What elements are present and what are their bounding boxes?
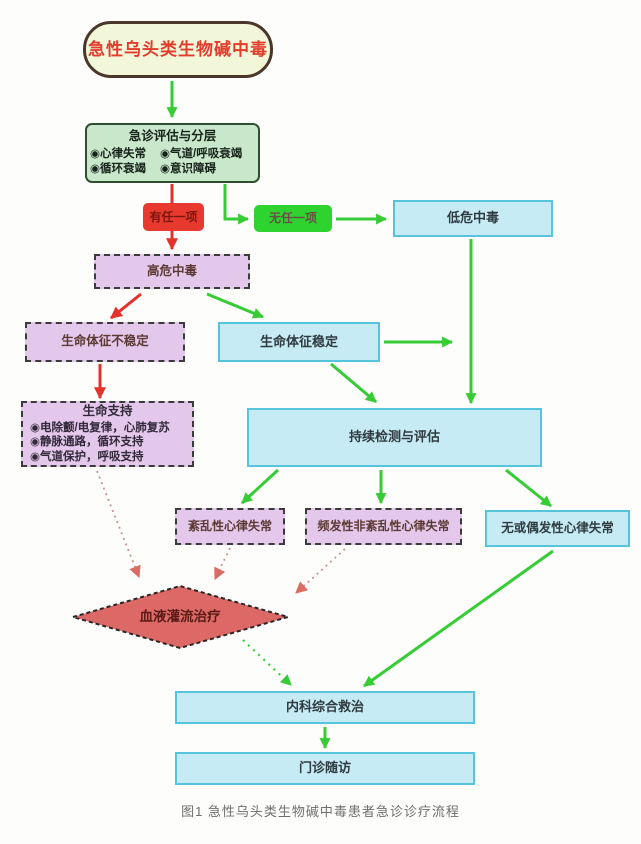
node-low-risk: 低危中毒 <box>393 200 553 237</box>
node-monitoring: 持续检测与评估 <box>247 408 542 467</box>
node-triage: 急诊评估与分层 ◉心律失常 ◉气道/呼吸衰竭 ◉循环衰竭 ◉意识障碍 <box>85 123 260 183</box>
node-followup: 门诊随访 <box>175 752 475 785</box>
triage-title: 急诊评估与分层 <box>128 129 217 144</box>
arrow-triage-to-branch-none <box>223 184 250 225</box>
triage-item: ◉意识障碍 <box>160 163 217 176</box>
node-hemoperfusion: 血液灌流治疗 <box>139 608 221 624</box>
triage-item: ◉气道/呼吸衰竭 <box>160 147 243 160</box>
node-frequent-arrhythmia: 频发性非紊乱性心律失常 <box>305 508 462 545</box>
edge-label-branch-none: 无任一项 <box>254 205 332 232</box>
arrow-monitoring-to-none <box>505 468 552 508</box>
node-no-arrhythmia: 无或偶发性心律失常 <box>485 510 630 547</box>
life-support-item: ◉静脉通路，循环支持 <box>30 436 144 449</box>
arrow-high-risk-to-stable <box>206 292 265 319</box>
triage-item: ◉循环衰竭 <box>90 163 147 176</box>
node-vitals-unstable: 生命体征不稳定 <box>25 322 185 362</box>
node-high-risk: 高危中毒 <box>94 254 250 289</box>
hemoperfusion-diamond-shape <box>70 584 291 650</box>
node-title-label: 急性乌头类生物碱中毒 <box>88 39 268 59</box>
life-support-title: 生命支持 <box>82 404 133 419</box>
node-title: 急性乌头类生物碱中毒 <box>83 21 273 78</box>
arrow-none-to-comprehensive <box>363 549 554 688</box>
arrow-frequent-to-hemoperfusion <box>295 548 346 594</box>
node-life-support: 生命支持 ◉电除颤/电复律，心肺复苏 ◉静脉通路，循环支持 ◉气道保护，呼吸支持 <box>21 401 194 467</box>
triage-items: ◉心律失常 ◉气道/呼吸衰竭 ◉循环衰竭 ◉意识障碍 <box>90 147 255 177</box>
arrow-stable-to-monitoring <box>330 362 377 404</box>
node-comprehensive-care: 内科综合救治 <box>175 691 475 724</box>
life-support-item: ◉气道保护，呼吸支持 <box>30 450 144 463</box>
arrow-monitoring-to-chaotic <box>240 468 280 505</box>
arrow-support-to-hemoperfusion <box>96 470 141 579</box>
triage-item: ◉心律失常 <box>90 147 147 160</box>
figure-caption: 图1 急性乌头类生物碱中毒患者急诊诊疗流程 <box>181 804 460 819</box>
arrow-chaotic-to-hemoperfusion <box>214 547 231 581</box>
life-support-item: ◉电除颤/电复律，心肺复苏 <box>30 421 170 434</box>
node-vitals-stable: 生命体征稳定 <box>218 322 380 362</box>
node-chaotic-arrhythmia: 紊乱性心律失常 <box>175 508 285 545</box>
edge-label-branch-any: 有任一项 <box>143 203 204 231</box>
arrow-high-risk-to-unstable <box>110 292 142 320</box>
